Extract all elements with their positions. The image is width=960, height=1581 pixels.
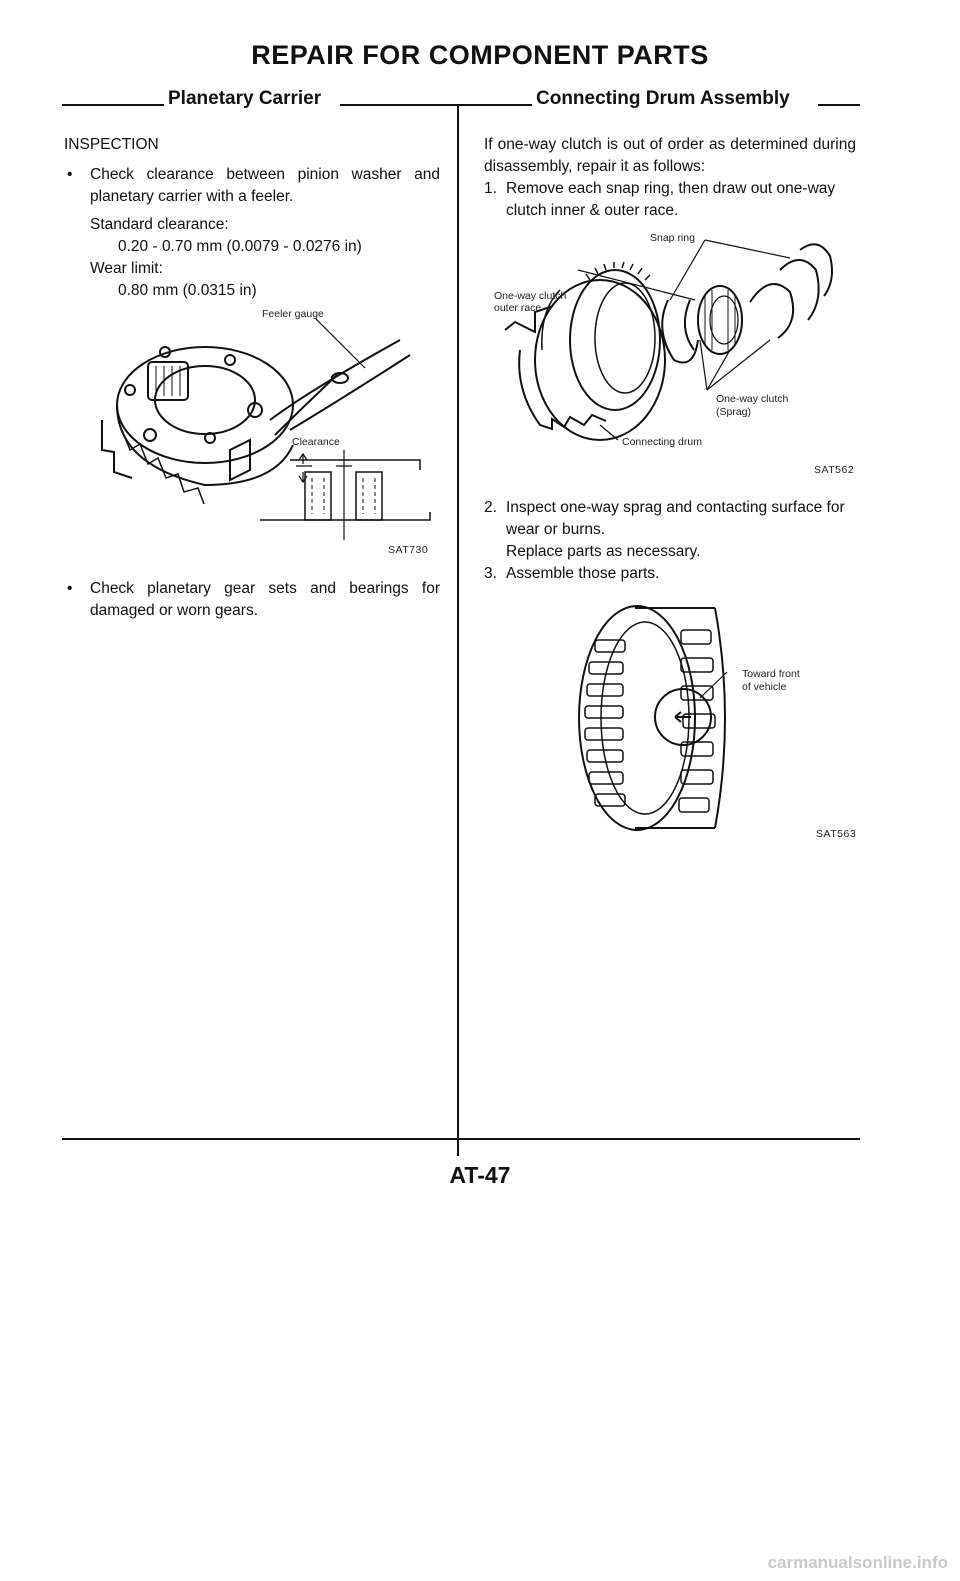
header-rule bbox=[818, 104, 860, 106]
clearance-label: Clearance bbox=[292, 436, 340, 448]
standard-clearance-label: Standard clearance: bbox=[90, 216, 229, 233]
sprag-label: (Sprag) bbox=[716, 406, 752, 418]
wear-limit-label: Wear limit: bbox=[90, 260, 163, 277]
sprag bbox=[697, 285, 743, 355]
page-title: REPAIR FOR COMPONENT PARTS bbox=[251, 40, 709, 70]
snap-ring bbox=[799, 243, 833, 297]
sun-gear bbox=[147, 361, 189, 401]
carrier-outer-ring bbox=[116, 346, 294, 464]
carrier-lower-edge bbox=[116, 404, 294, 487]
pinion-gear-teeth bbox=[121, 429, 205, 505]
feeler-blade-edge bbox=[289, 354, 411, 431]
bullet-text: Check clearance between pinion washer an… bbox=[90, 166, 440, 205]
snap-ring bbox=[779, 259, 820, 321]
wear-limit-value: 0.80 mm (0.0315 in) bbox=[118, 282, 257, 299]
connecting-drum-figure bbox=[504, 239, 833, 441]
direction-arrow bbox=[674, 711, 691, 723]
snap-ring-label: Snap ring bbox=[650, 232, 695, 244]
header-planetary-carrier: Planetary Carrier bbox=[168, 88, 322, 109]
drum-teeth bbox=[518, 349, 607, 431]
snap-ring bbox=[749, 283, 794, 339]
page-number: AT-47 bbox=[449, 1162, 511, 1188]
carrier-tab bbox=[101, 420, 133, 479]
figure-code: SAT562 bbox=[814, 464, 855, 476]
outer-race-label: outer race bbox=[494, 302, 542, 314]
sprag-assembly-figure bbox=[578, 605, 728, 831]
carrier-tab bbox=[229, 438, 251, 482]
sprag-label: One-way clutch bbox=[716, 393, 789, 405]
sprag-elements bbox=[584, 629, 716, 813]
figure-code: SAT730 bbox=[388, 544, 429, 556]
header-connecting-drum: Connecting Drum Assembly bbox=[536, 88, 790, 109]
bullet: • bbox=[67, 166, 73, 183]
step-text: Inspect one-way sprag and contacting sur… bbox=[506, 499, 845, 538]
outer-race-label: One-way clutch bbox=[494, 290, 567, 302]
watermark: carmanualsonline.info bbox=[767, 1553, 948, 1572]
feeler-blade-lower bbox=[274, 374, 338, 436]
snap-ring bbox=[661, 299, 699, 364]
step-number: 1. bbox=[484, 180, 497, 197]
section-heading: INSPECTION bbox=[64, 136, 159, 153]
feeler-gauge-label: Feeler gauge bbox=[262, 308, 324, 320]
feeler-leader bbox=[314, 317, 366, 369]
feeler-blade-upper bbox=[269, 339, 401, 421]
toward-front-label: Toward front bbox=[742, 668, 800, 680]
step-text: Remove each snap ring, then draw out one… bbox=[506, 180, 836, 219]
header-rule bbox=[340, 104, 532, 106]
figure-code: SAT563 bbox=[816, 828, 857, 840]
toward-front-label: of vehicle bbox=[742, 681, 787, 693]
column-divider bbox=[457, 104, 459, 1156]
bullet-text: Check planetary gear sets and bearings f… bbox=[90, 580, 440, 619]
sprag-outer-ring bbox=[578, 605, 696, 831]
sprag-right-edge bbox=[714, 607, 726, 829]
planetary-carrier-figure bbox=[101, 317, 431, 540]
standard-clearance-value: 0.20 - 0.70 mm (0.0079 - 0.0276 in) bbox=[118, 238, 362, 255]
header-rule bbox=[62, 104, 164, 106]
outer-race bbox=[569, 269, 661, 411]
step-text: Assemble those parts. bbox=[506, 565, 660, 582]
step-number: 3. bbox=[484, 565, 497, 582]
bullet: • bbox=[67, 580, 73, 597]
connecting-drum-label: Connecting drum bbox=[622, 436, 702, 448]
detail-circle bbox=[654, 688, 712, 746]
intro-text: If one-way clutch is out of order as det… bbox=[484, 136, 856, 175]
feeler-pivot bbox=[331, 372, 349, 384]
footer-rule bbox=[62, 1138, 860, 1140]
step-text: Replace parts as necessary. bbox=[506, 543, 701, 560]
connecting-drum-body bbox=[534, 279, 666, 441]
step-number: 2. bbox=[484, 499, 497, 516]
